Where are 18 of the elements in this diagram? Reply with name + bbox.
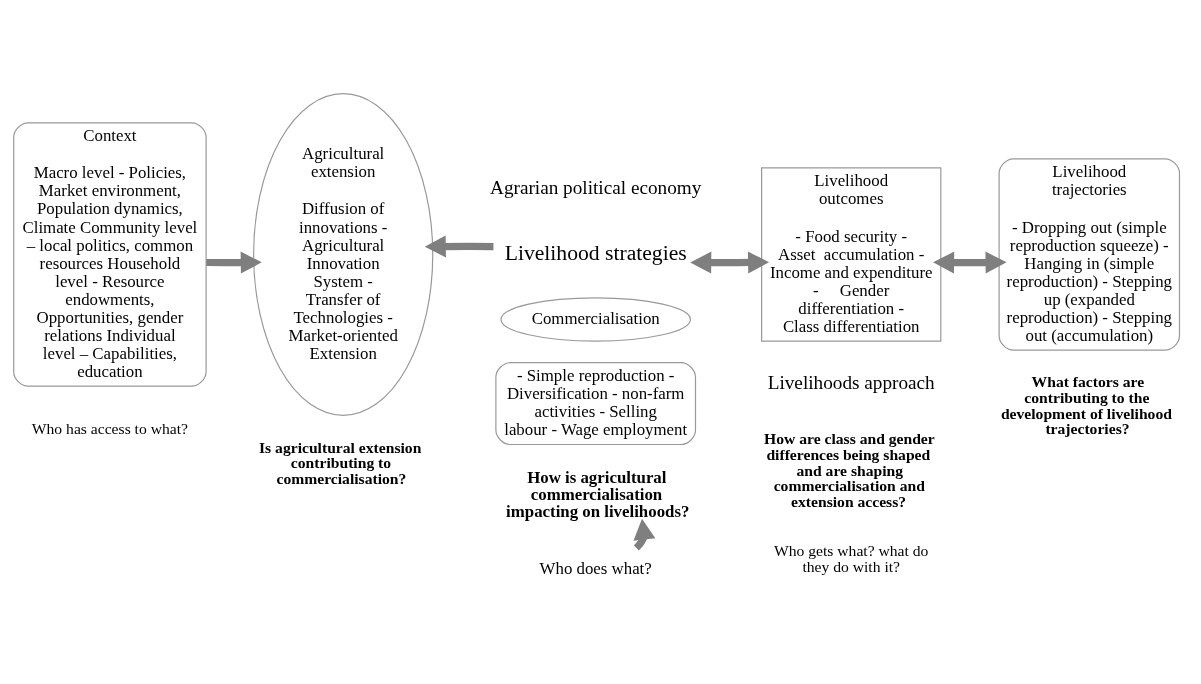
label: Agrarian political economy (490, 176, 702, 198)
node-box: Livelihood outcomes - Food security - Asset accumulation - Income and expenditure - Gender differentiation - Class differentiation (761, 166, 942, 342)
label: How are class and gender differences being shaped and are shaping commercialisation and extension access? (764, 429, 935, 510)
node-text: Who does what? (539, 558, 652, 578)
label: What factors are contributing to the development of livelihood trajectories? (1000, 372, 1172, 437)
label: Livelihoods approach (767, 371, 935, 393)
label: Who gets what? what do they do with it? (773, 541, 929, 575)
node-ellipse: Agricultural extension Diffusion of innovations - Agricultural Innovation System - Transfer of Technologies - Market-oriented Extension (253, 92, 434, 416)
node-box: - Simple reproduction - Diversification - non-farm activities - Selling labour - Wage employment (495, 361, 697, 445)
node-box: Livelihood trajectories - Dropping out (simple reproduction squeeze) - Hanging in (simple reproduction) - Stepping up (expanded reproduction) - Stepping out (accumulation) (998, 157, 1181, 351)
node-box: Context Macro level - Policies, Market environment, Population dynamics, Climate Community level – local politics, common resources Household level - Resource endowments, Opportunities, gender relations Individual level – Capabilities, education (13, 121, 207, 387)
label: Who has access to what? (31, 419, 188, 437)
label: Is agricultural extension contributing to commercialisation? (259, 438, 422, 487)
node-text: Livelihood strategies (504, 240, 687, 265)
arrow (690, 251, 770, 274)
arrow (933, 251, 1007, 274)
node-text: How is agricultural commercialisation impacting on livelihoods? (506, 467, 690, 521)
node-ellipse: Commercialisation (500, 296, 692, 342)
